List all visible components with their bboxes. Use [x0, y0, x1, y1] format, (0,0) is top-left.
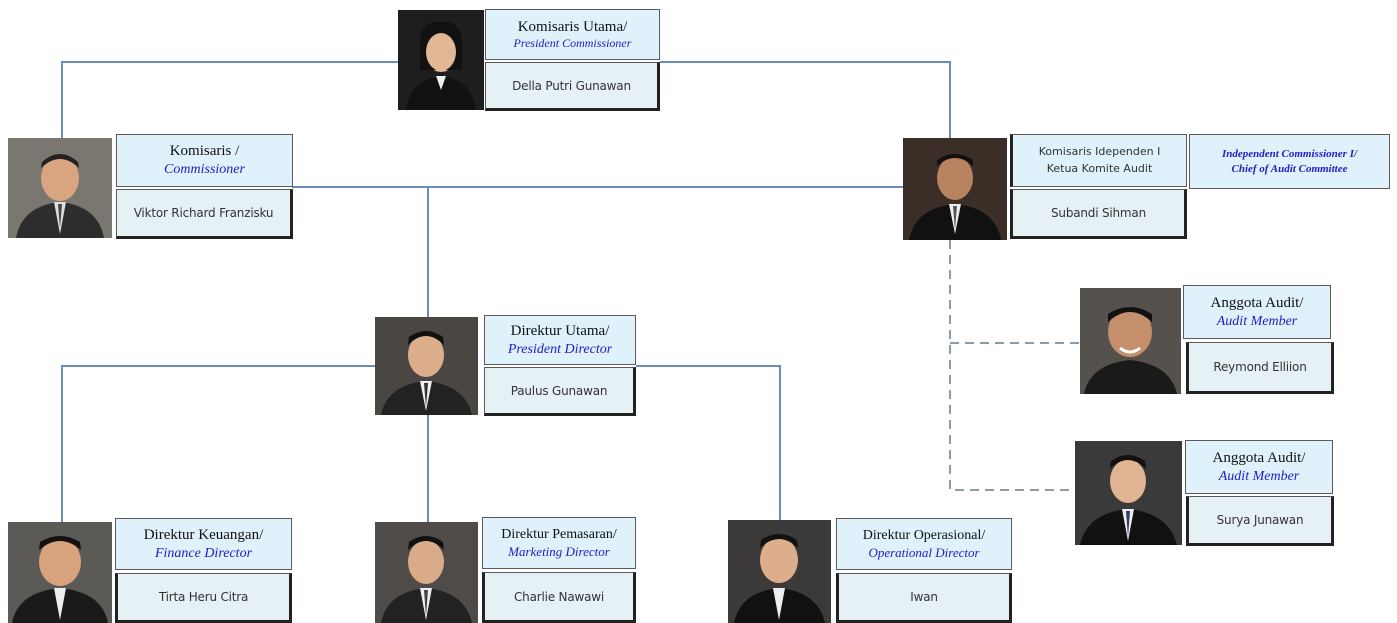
role-box: Direktur Operasional/ Operational Direct… — [836, 518, 1012, 570]
title-id: Komisaris / — [169, 143, 240, 160]
portrait-photo — [398, 10, 484, 110]
name-box: Paulus Gunawan — [484, 367, 636, 416]
title-id: Direktur Utama/ — [510, 322, 610, 339]
role-english-box: Independent Commissioner I/ Chief of Aud… — [1189, 134, 1390, 189]
person-name: Tirta Heru Citra — [158, 590, 249, 604]
title-id: Anggota Audit/ — [1210, 294, 1304, 311]
title-en: President Commissioner — [513, 36, 632, 51]
portrait-photo — [375, 317, 478, 415]
role-box: Direktur Utama/ President Director — [484, 315, 636, 365]
title-id: Direktur Pemasaran/ — [501, 527, 617, 543]
name-box: Viktor Richard Franzisku — [116, 189, 293, 239]
title-en: Marketing Director — [508, 543, 610, 559]
title-id: Direktur Keuangan/ — [143, 526, 264, 543]
role-box: Komisaris Utama/ President Commissioner — [485, 9, 660, 60]
person-name: Surya Junawan — [1216, 513, 1304, 527]
name-box: Subandi Sihman — [1010, 189, 1187, 239]
portrait-photo — [375, 522, 478, 623]
role-box: Direktur Keuangan/ Finance Director — [115, 518, 292, 570]
title-en-line2: Chief of Audit Committee — [1231, 162, 1348, 175]
role-box: Komisaris Idependen I Ketua Komite Audit — [1010, 134, 1187, 187]
connector-independent — [660, 61, 951, 138]
title-en: Commissioner — [164, 162, 245, 178]
name-box: Reymond Elliion — [1186, 342, 1334, 394]
name-box: Charlie Nawawi — [482, 572, 636, 623]
title-en: Audit Member — [1216, 313, 1298, 329]
role-box: Direktur Pemasaran/ Marketing Director — [482, 517, 636, 569]
connector-audit-dashed — [949, 240, 1075, 491]
person-name: Reymond Elliion — [1213, 360, 1307, 374]
portrait-photo — [8, 138, 112, 238]
title-en: Audit Member — [1218, 468, 1300, 484]
portrait-photo — [8, 522, 112, 623]
portrait-photo — [903, 138, 1007, 240]
title-id: Direktur Operasional/ — [862, 528, 986, 544]
role-box: Anggota Audit/ Audit Member — [1185, 440, 1333, 494]
name-box: Tirta Heru Citra — [115, 573, 292, 623]
title-id: Anggota Audit/ — [1212, 449, 1306, 466]
person-name: Subandi Sihman — [1051, 206, 1146, 220]
title-en: Operational Director — [868, 544, 980, 560]
title-en: President Director — [507, 341, 613, 357]
title-id: Komisaris Utama/ — [517, 18, 628, 35]
portrait-photo — [728, 520, 831, 623]
title-en: Finance Director — [154, 545, 253, 561]
portrait-photo — [1075, 441, 1182, 545]
title-id-line1: Komisaris Idependen I — [1038, 145, 1161, 158]
connector-operational — [636, 365, 781, 522]
person-name: Charlie Nawawi — [514, 589, 604, 604]
role-box: Anggota Audit/ Audit Member — [1183, 285, 1331, 339]
name-box: Della Putri Gunawan — [485, 62, 660, 111]
title-id-line2: Ketua Komite Audit — [1046, 161, 1153, 175]
connector-commissioner — [61, 61, 398, 138]
name-box: Iwan — [836, 573, 1012, 623]
person-name: Paulus Gunawan — [510, 383, 608, 398]
name-box: Surya Junawan — [1186, 496, 1334, 546]
connector-finance — [61, 365, 375, 522]
person-name: Iwan — [910, 590, 938, 604]
portrait-photo — [1080, 288, 1181, 394]
role-box: Komisaris / Commissioner — [116, 134, 293, 187]
person-name: Viktor Richard Franzisku — [133, 206, 274, 220]
title-en-line1: Independent Commissioner I/ — [1221, 147, 1358, 160]
person-name: Della Putri Gunawan — [512, 78, 631, 93]
